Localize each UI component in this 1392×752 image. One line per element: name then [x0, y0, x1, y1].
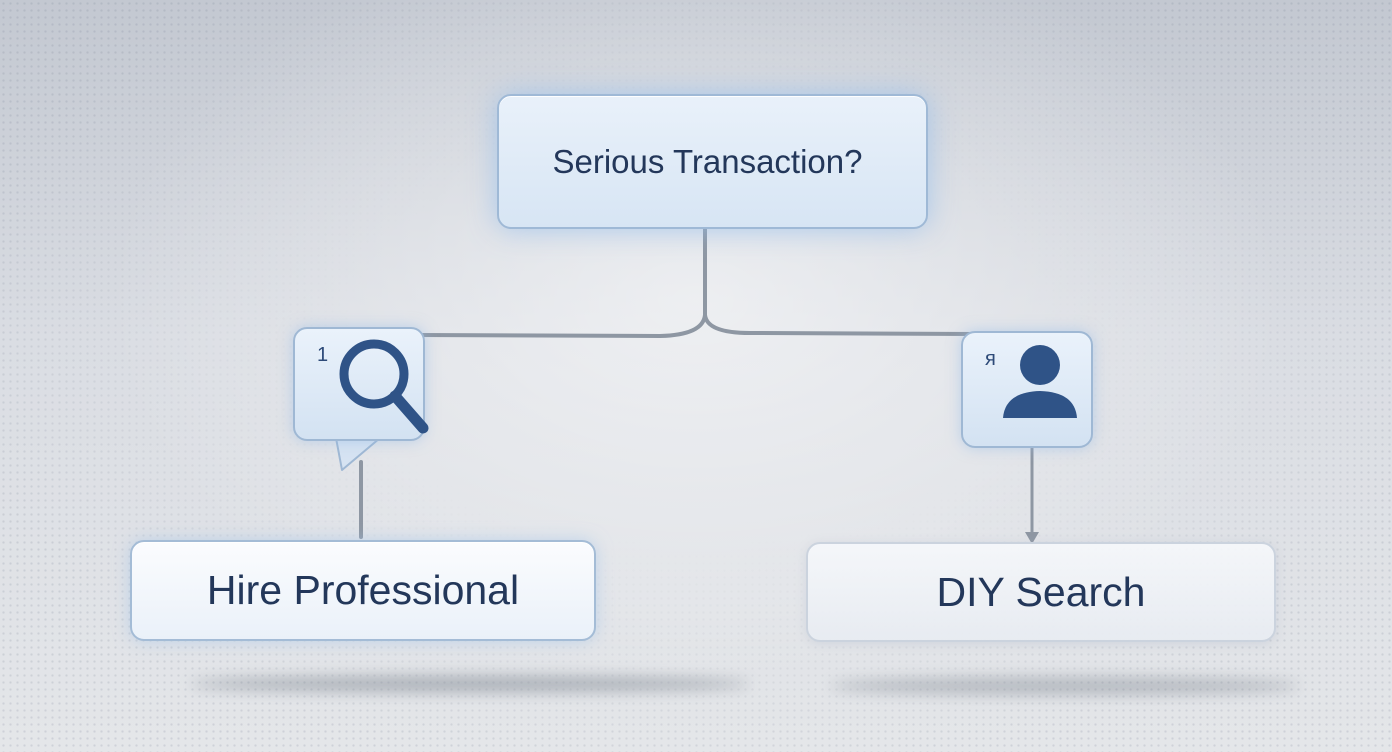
branch-2-node: DIY Search: [806, 542, 1276, 642]
floor-shadow-right: [830, 677, 1300, 695]
root-decision-label: Serious Transaction?: [552, 142, 863, 180]
branch-2-icon-box: [961, 331, 1093, 448]
branch-right-connector: [703, 313, 977, 336]
bubble-tail: [334, 438, 384, 471]
magnifying-glass-icon: [339, 339, 429, 434]
person-icon: [1003, 345, 1077, 418]
floor-shadow-left: [190, 676, 750, 692]
branch-2-number: ᴙ: [985, 348, 996, 370]
root-decision-node: Serious Transaction?: [497, 94, 928, 229]
branch-left-connector: [416, 313, 707, 339]
right-arrowhead: [1025, 532, 1039, 544]
branch-1-number: 1: [317, 344, 329, 366]
branch-2-label: DIY Search: [936, 568, 1146, 615]
branch-1-node: Hire Professional: [130, 540, 596, 641]
branch-1-label: Hire Professional: [206, 567, 520, 613]
